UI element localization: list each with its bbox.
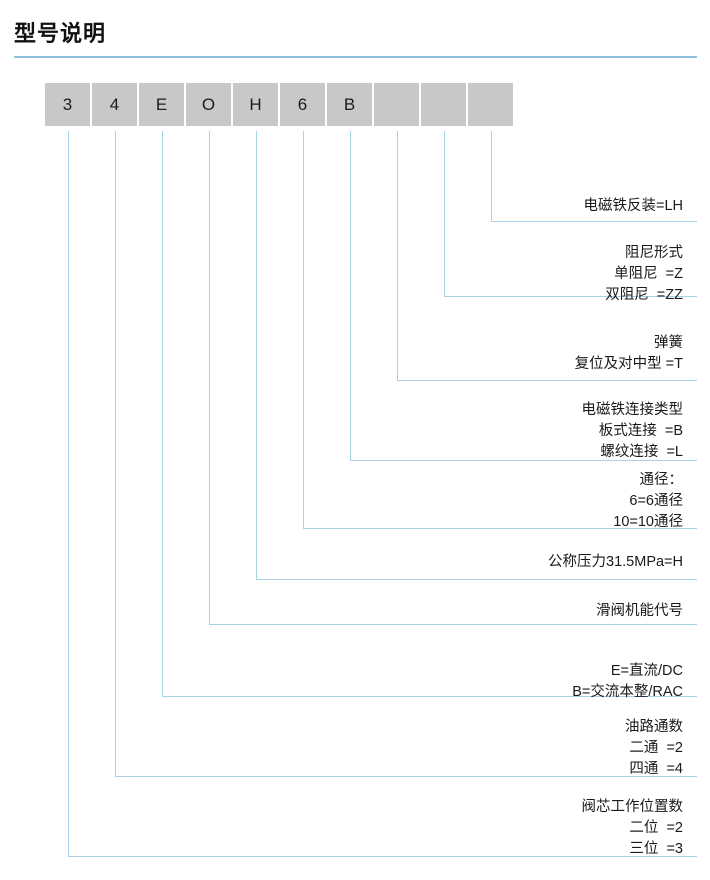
legend-power-supply-line-2: B=交流本整/RAC (572, 684, 683, 700)
legend-spool-function-code-line-1: 滑阀机能代号 (596, 603, 683, 619)
legend-bore-size: 通径： 6=6通径 10=10通径 (613, 470, 683, 533)
page-title: 型号说明 (14, 21, 107, 46)
legend-port-count-line-2: 二通 =2 (629, 740, 683, 756)
legend-spool-positions-line-3: 三位 =3 (629, 841, 683, 857)
legend-port-count: 油路通数二通 =2 四通 =4 (625, 717, 683, 780)
legend-spool-positions: 阀芯工作位置数二位 =2 三位 =3 (582, 797, 684, 860)
legend-power-supply: E=直流/DC B=交流本整/RAC (572, 661, 683, 703)
legend-spool-positions-line-2: 二位 =2 (629, 820, 683, 836)
legend-damping-type-line-3: 双阻尼 =ZZ (605, 287, 683, 303)
code-box-9[interactable] (421, 83, 466, 126)
legend-bore-size-line-3: 10=10通径 (613, 514, 683, 530)
legend-nominal-pressure: 公称压力31.5MPa=H (548, 552, 683, 573)
code-box-10[interactable] (468, 83, 513, 126)
legend-bore-size-line-1: 通径： (639, 472, 684, 488)
legend-power-supply-line-1: E=直流/DC (610, 663, 683, 679)
legend-solenoid-reverse-line-1: 电磁铁反装=LH (583, 198, 683, 214)
legend-solenoid-reverse: 电磁铁反装=LH (583, 196, 683, 217)
code-box-1[interactable]: 3 (45, 83, 90, 126)
code-box-3[interactable]: E (139, 83, 184, 126)
code-box-4[interactable]: O (186, 83, 231, 126)
code-box-6[interactable]: 6 (280, 83, 325, 126)
code-box-7[interactable]: B (327, 83, 372, 126)
code-box-8[interactable] (374, 83, 419, 126)
code-box-2[interactable]: 4 (92, 83, 137, 126)
title-block: 型号说明 (14, 20, 697, 48)
legend-damping-type-line-1: 阻尼形式 (625, 245, 683, 261)
legend-port-count-line-3: 四通 =4 (629, 761, 683, 777)
legend-nominal-pressure-line-1: 公称压力31.5MPa=H (548, 554, 683, 570)
legend-bore-size-line-2: 6=6通径 (629, 493, 683, 509)
legend-spring: 弹簧复位及对中型 =T (575, 333, 683, 375)
legend-solenoid-connection: 电磁铁连接类型板式连接 =B 螺纹连接 =L (582, 400, 684, 463)
legend-solenoid-connection-line-3: 螺纹连接 =L (600, 444, 683, 460)
legend-spring-line-1: 弹簧 (654, 335, 683, 351)
legend-solenoid-connection-line-2: 板式连接 =B (598, 423, 683, 439)
legend-spool-positions-line-1: 阀芯工作位置数 (581, 799, 684, 815)
legend-solenoid-connection-line-1: 电磁铁连接类型 (581, 402, 684, 418)
legend-port-count-line-1: 油路通数 (625, 719, 683, 735)
legend-damping-type: 阻尼形式单阻尼 =Z 双阻尼 =ZZ (605, 243, 683, 306)
code-box-5[interactable]: H (233, 83, 278, 126)
legend-spring-line-2: 复位及对中型 =T (574, 356, 683, 372)
title-divider (14, 56, 697, 58)
legend-damping-type-line-2: 单阻尼 =Z (614, 266, 683, 282)
leader-line-spool-positions (67, 131, 697, 857)
legend-spool-function-code: 滑阀机能代号 (596, 601, 683, 622)
